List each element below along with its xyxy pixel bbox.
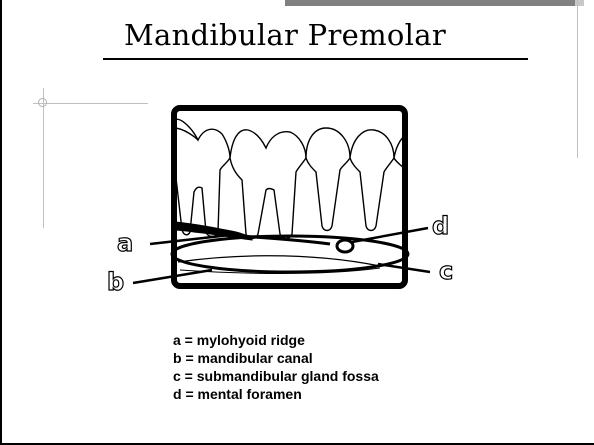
legend-item-c: c = submandibular gland fossa xyxy=(173,367,379,385)
legend: a = mylohyoid ridge b = mandibular canal… xyxy=(173,331,379,403)
submandibular-fossa-outline xyxy=(172,236,408,272)
label-c: c xyxy=(439,259,453,283)
leader-d xyxy=(352,228,428,242)
teeth-group xyxy=(174,119,412,238)
mandibular-canal xyxy=(178,256,380,266)
label-b: b xyxy=(107,270,124,294)
legend-item-b: b = mandibular canal xyxy=(173,349,379,367)
molar-center-tooth xyxy=(230,130,306,239)
legend-item-d: d = mental foramen xyxy=(173,385,379,403)
mental-foramen xyxy=(337,240,353,252)
label-d: d xyxy=(432,214,449,238)
premolar-right-tooth xyxy=(350,130,394,231)
premolar-tooth xyxy=(306,128,350,231)
label-a: a xyxy=(117,231,133,255)
molar-left-tooth xyxy=(174,119,230,236)
legend-item-a: a = mylohyoid ridge xyxy=(173,331,379,349)
